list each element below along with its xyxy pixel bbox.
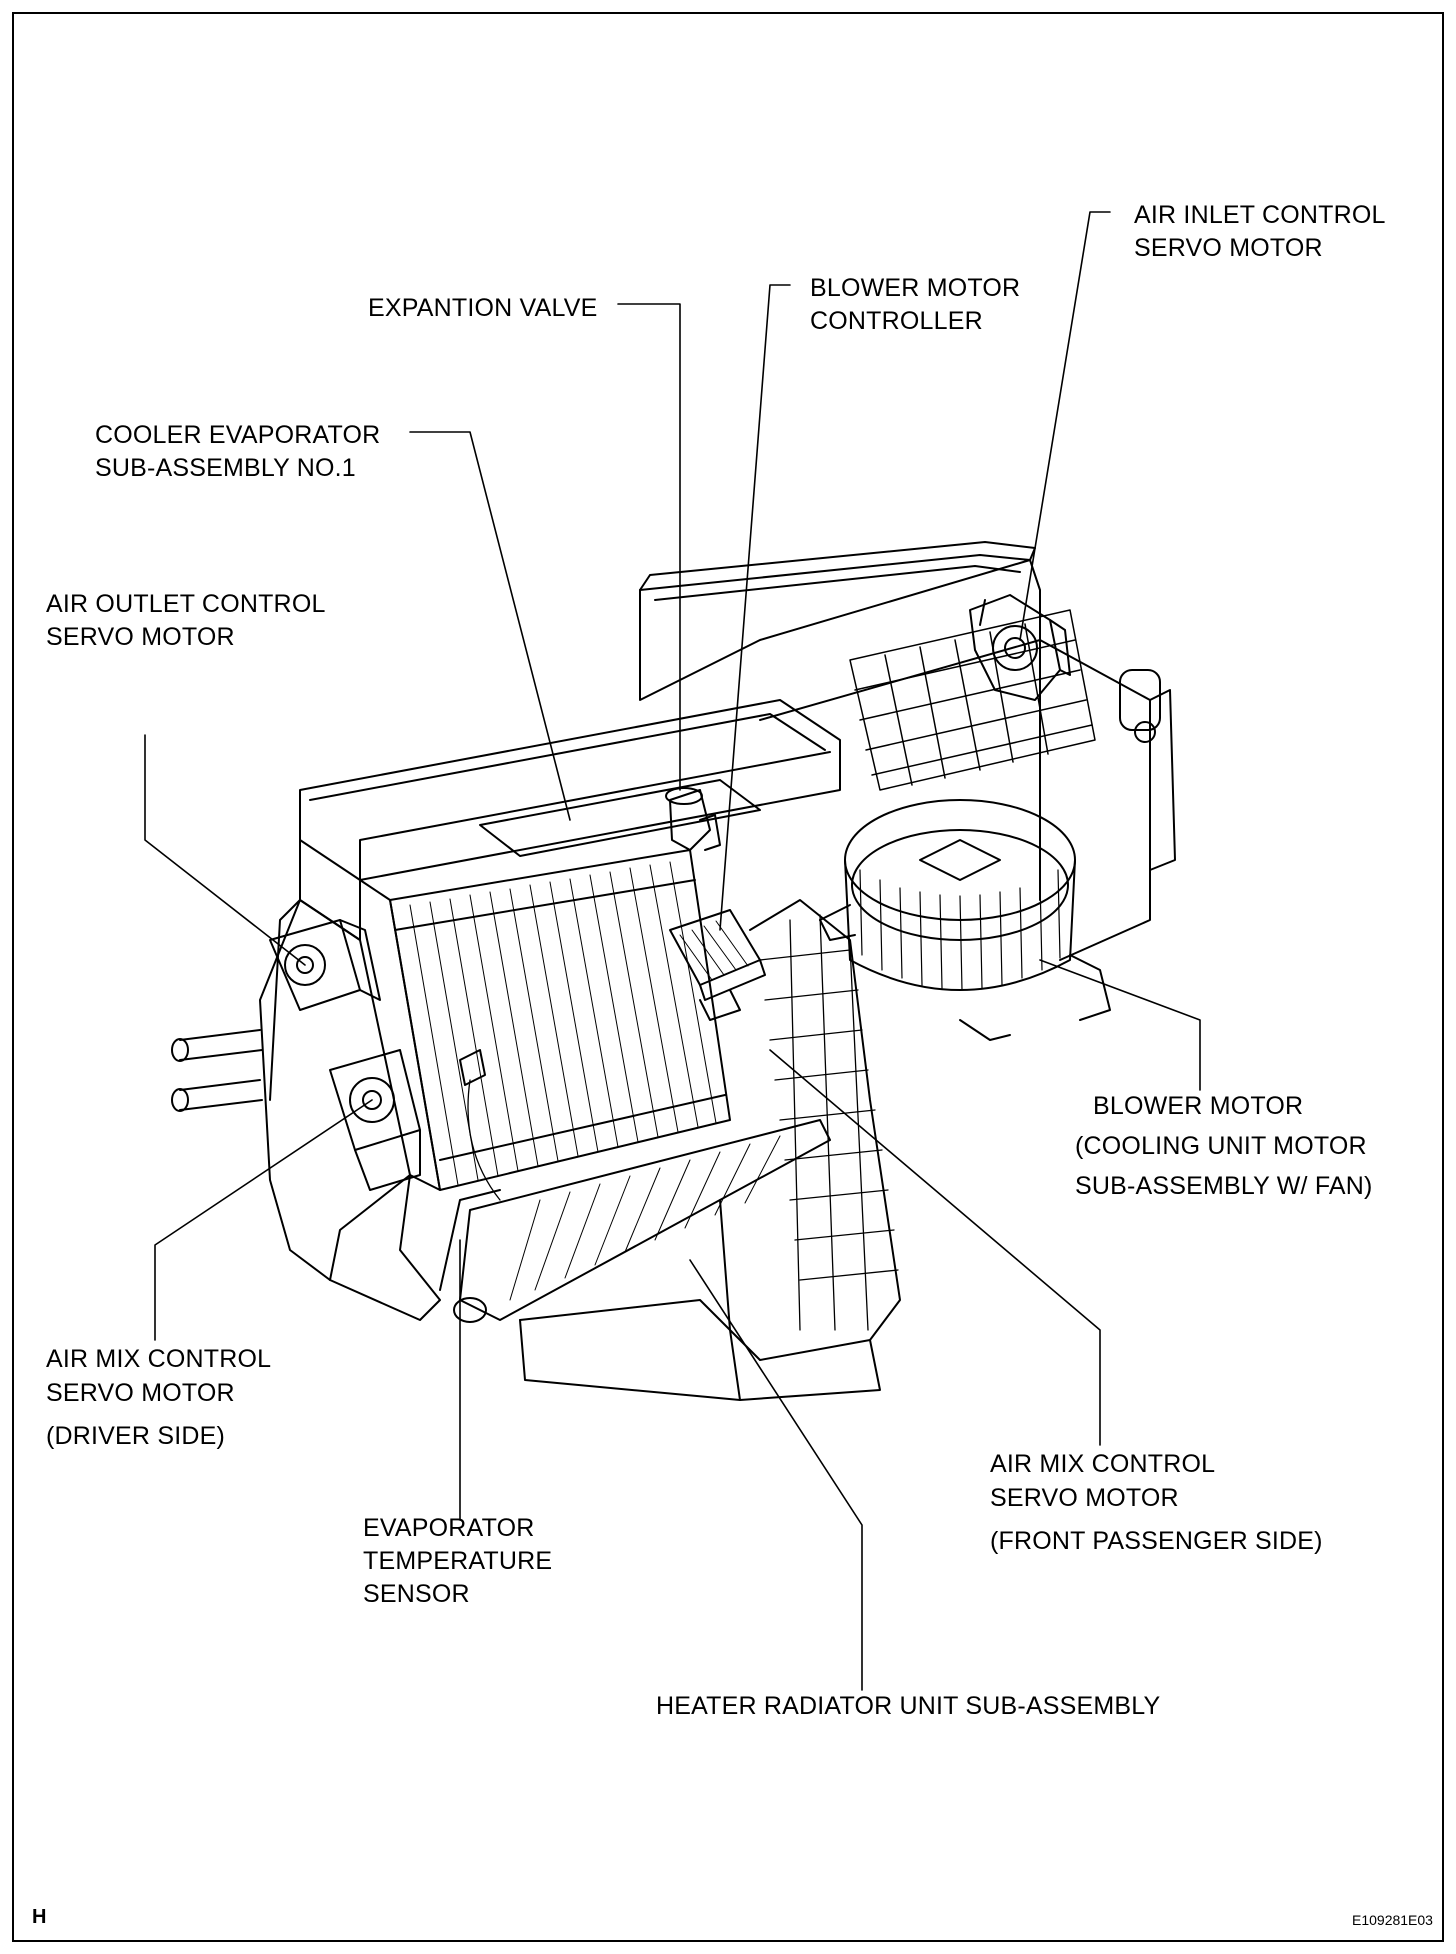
housing-top-duct [639, 541, 1041, 701]
figure-code: E109281E03 [1352, 1912, 1433, 1928]
diagram-frame [12, 12, 1444, 1942]
leader-air-mix-passenger [769, 1049, 1101, 1446]
leader-expansion-valve [617, 303, 681, 791]
heater-radiator [439, 1119, 831, 1323]
evaporator-core [359, 787, 731, 1191]
label-heater-radiator-unit: HEATER RADIATOR UNIT SUB-ASSEMBLY [656, 1692, 1161, 1720]
corner-mark: H [32, 1906, 47, 1928]
air-mix-servo-motor-driver [329, 1049, 421, 1191]
left-housing [259, 899, 441, 1321]
front-duct [519, 899, 901, 1401]
leader-blower-controller [719, 284, 791, 931]
blower-motor-controller [669, 909, 766, 1021]
leader-air-inlet [1019, 211, 1111, 641]
leader-cooler-evaporator [409, 431, 571, 821]
evaporator-temp-sensor [459, 1049, 501, 1201]
leader-air-outlet [144, 734, 306, 966]
air-outlet-servo-motor [269, 919, 381, 1011]
housing-right-block [759, 609, 1176, 961]
leader-blower-motor [1039, 959, 1201, 1091]
blower-motor-fan [819, 799, 1111, 1041]
air-inlet-servo-motor [969, 594, 1071, 701]
leader-air-mix-driver [154, 1099, 373, 1341]
heater-pipes [171, 1029, 263, 1112]
leader-lines [144, 211, 1201, 1691]
leader-heater-radiator [689, 1259, 863, 1691]
label-expansion-valve: EXPANTION VALVE [368, 294, 598, 322]
